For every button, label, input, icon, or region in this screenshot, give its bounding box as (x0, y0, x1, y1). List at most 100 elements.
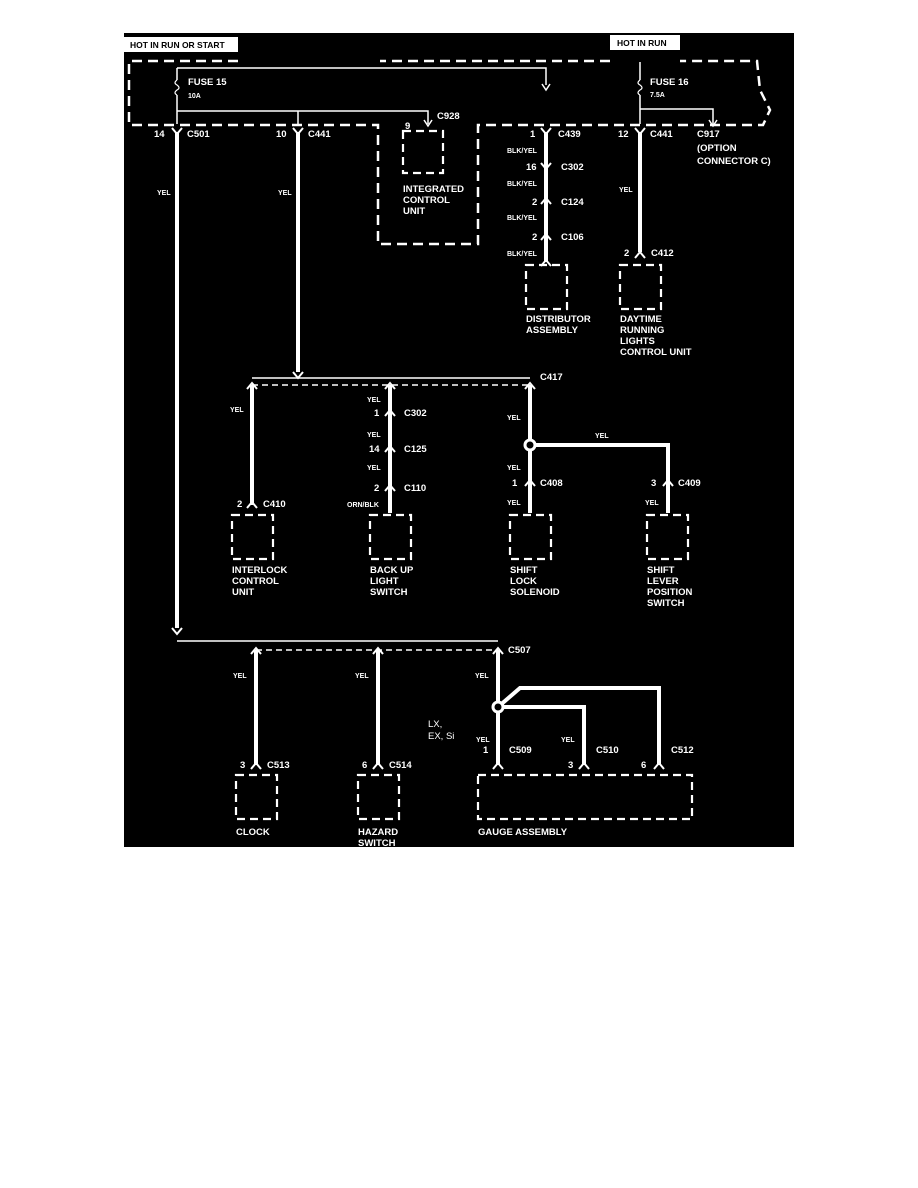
c106-id: C106 (561, 232, 584, 243)
c439-pin: 1 (530, 129, 536, 140)
wire-label-yel-shiftlock-1: YEL (507, 415, 521, 422)
wire-label-yel-hazard: YEL (355, 673, 369, 680)
c513-id: C513 (267, 760, 290, 771)
c124-id: C124 (561, 197, 584, 208)
clock-box (234, 773, 279, 821)
shiftlever-label-3: POSITION (647, 587, 693, 598)
hazard-label-2: SWITCH (358, 838, 396, 849)
drl-label-4: CONTROL UNIT (620, 347, 692, 358)
c917-id: C917 (697, 129, 720, 140)
c302b-id: C302 (404, 408, 427, 419)
chevron-c441a (292, 127, 304, 136)
shiftlever-label-4: SWITCH (647, 598, 685, 609)
c409-pin: 3 (651, 478, 656, 489)
shift-lever-box (645, 513, 690, 561)
c408-pin: 1 (512, 478, 518, 489)
c928-id: C928 (437, 111, 460, 122)
wire-label-blkyel-4: BLK/YEL (507, 251, 538, 258)
c441a-id: C441 (308, 129, 331, 140)
c512-id: C512 (671, 745, 694, 756)
c513-pin: 3 (240, 760, 245, 771)
clock-label: CLOCK (236, 827, 270, 838)
shiftlock-label-3: SOLENOID (510, 587, 560, 598)
fuse16-bus (639, 62, 714, 124)
fuse15-rating: 10A (188, 93, 201, 100)
interlock-label-1: INTERLOCK (232, 565, 288, 576)
wire-label-blkyel-2: BLK/YEL (507, 181, 538, 188)
interlock-label-2: CONTROL (232, 576, 279, 587)
shiftlever-label-1: SHIFT (647, 565, 675, 576)
c106-pin: 2 (532, 232, 537, 243)
wire-label-yel-c441a: YEL (278, 190, 292, 197)
wire-label-yel-backup-3: YEL (367, 465, 381, 472)
backup-switch-box (368, 513, 413, 561)
fuse-box-outline (127, 59, 772, 246)
fuse15-bus (176, 67, 547, 124)
gauge-assembly-box (476, 773, 694, 821)
c412-pin: 2 (624, 248, 629, 259)
wire-c512 (496, 686, 661, 765)
chevrons-c417 (246, 371, 674, 509)
variant-note-1: LX, (428, 719, 442, 730)
drl-label-1: DAYTIME (620, 314, 662, 325)
distributor-label-2: ASSEMBLY (526, 325, 579, 336)
c412-id: C412 (651, 248, 674, 259)
wire-label-blkyel-3: BLK/YEL (507, 215, 538, 222)
fuse16-rating: 7.5A (650, 92, 665, 99)
c125-id: C125 (404, 444, 427, 455)
c510-pin: 3 (568, 760, 573, 771)
wire-label-yel-c410: YEL (230, 407, 244, 414)
c501-id: C501 (187, 129, 210, 140)
fuse15-name: FUSE 15 (188, 77, 227, 88)
c302a-id: C302 (561, 162, 584, 173)
integrated-control-unit-box (401, 129, 445, 175)
shiftlever-label-2: LEVER (647, 576, 679, 587)
hazard-switch-box (356, 773, 401, 821)
hot-in-run-or-start-label: HOT IN RUN OR START (130, 40, 226, 50)
c125-pin: 14 (369, 444, 380, 455)
c509-pin: 1 (483, 745, 489, 756)
c441b-id: C441 (650, 129, 673, 140)
distributor-box (524, 263, 569, 311)
interlock-box (230, 513, 275, 561)
chevron-c441b (634, 127, 646, 136)
wire-label-yel-gauge: YEL (475, 673, 489, 680)
c124-pin: 2 (532, 197, 537, 208)
wire-label-yel-shiftlock-3: YEL (507, 500, 521, 507)
c928-pin: 9 (405, 121, 410, 132)
chevron-c439 (540, 127, 552, 241)
c110-pin: 2 (374, 483, 379, 494)
wire-label-yel-c510: YEL (561, 737, 575, 744)
backup-label-2: LIGHT (370, 576, 399, 587)
integrated-label-3: UNIT (403, 206, 425, 217)
gauge-label: GAUGE ASSEMBLY (478, 827, 568, 838)
wire-label-yel-backup-1: YEL (367, 397, 381, 404)
variant-note-2: EX, Si (428, 731, 454, 742)
chevron-c412 (634, 250, 646, 259)
shift-lock-box (508, 513, 553, 561)
shiftlock-label-1: SHIFT (510, 565, 538, 576)
c514-pin: 6 (362, 760, 367, 771)
chevrons-c507 (250, 646, 665, 770)
splice-c408 (523, 438, 537, 452)
arrow-c439 (541, 83, 551, 92)
drl-label-2: RUNNING (620, 325, 664, 336)
c509-id: C509 (509, 745, 532, 756)
c441a-pin: 10 (276, 129, 287, 140)
fuse16-name: FUSE 16 (650, 77, 689, 88)
wire-label-yel-c501: YEL (157, 190, 171, 197)
fuse16-element (637, 79, 643, 96)
wire-label-yel-backup-2: YEL (367, 432, 381, 439)
hazard-label-1: HAZARD (358, 827, 398, 838)
chevron-c501 (171, 127, 183, 136)
c410-pin: 2 (237, 499, 242, 510)
c507-id: C507 (508, 645, 531, 656)
hot-in-run-label: HOT IN RUN (617, 38, 667, 48)
c510-id: C510 (596, 745, 619, 756)
diagram-background (124, 33, 794, 847)
wire-label-ornblk: ORN/BLK (347, 502, 379, 509)
wire-label-yel-shiftlever: YEL (645, 500, 659, 507)
c110-id: C110 (404, 483, 426, 494)
arrow-c928 (423, 119, 433, 128)
